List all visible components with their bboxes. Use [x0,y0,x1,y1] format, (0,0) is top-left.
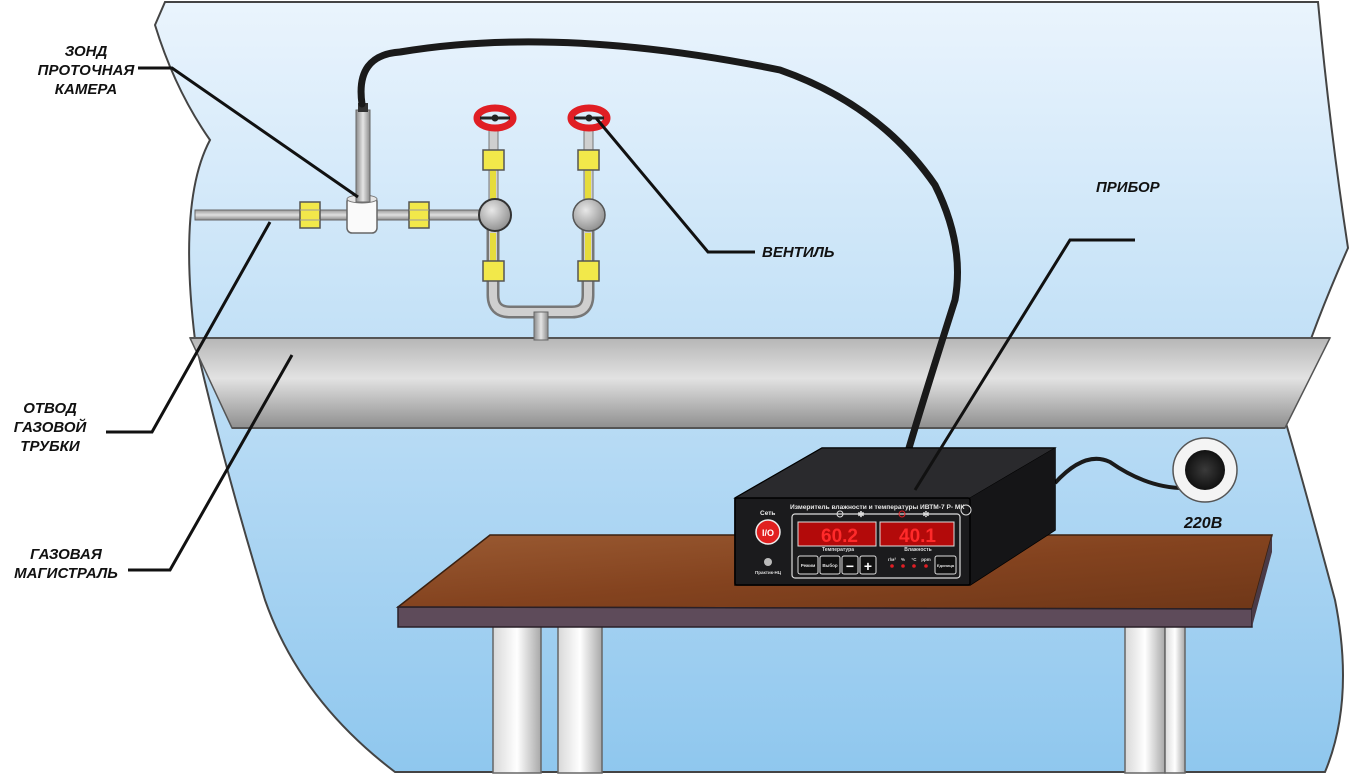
leader-branch [106,221,272,434]
fitting-right [408,201,430,229]
fitting-valve2-top [577,149,600,171]
power-switch[interactable] [755,519,781,545]
branch-tube [194,209,496,221]
temp-value: 60.2 [821,526,858,547]
label-main: ГАЗОВАЯ МАГИСТРАЛЬ [14,546,118,582]
label-probe: ЗОНД ПРОТОЧНАЯ КАМЕРА [37,43,135,98]
valve-handwheel-1 [473,104,517,132]
power-outlet [1172,437,1238,503]
gas-main-pipe [188,337,1332,429]
fan-icon: ✱ [858,510,865,519]
leader-main [128,354,294,572]
label-valve: ВЕНТИЛЬ [762,244,835,261]
leader-lines [106,66,1135,572]
humidity-indicator-icon [898,510,906,518]
power-label: Сеть [760,510,775,517]
unit-led [901,564,905,568]
svg-text:Единица: Единица [937,563,955,568]
valve-body-1 [478,198,512,232]
mode-button[interactable]: Режим [797,555,819,575]
valve-body-2 [572,198,606,232]
svg-text:−: − [846,558,854,574]
leader-probe [138,66,359,199]
power-cable [1053,456,1191,491]
leader-device [913,238,1135,491]
fitting-valve2-bottom [577,260,600,282]
snow-icon: ✻ [923,510,930,519]
fitting-valve1-bottom [482,260,505,282]
fitting-valve1-top [482,149,505,171]
plus-button[interactable]: + [859,555,877,575]
temp-caption: Температура [822,547,854,553]
probe-cable [357,38,961,459]
brand-badge-icon [960,504,972,516]
u-tube [486,228,595,341]
fitting-left [299,201,321,229]
temp-display [797,521,877,547]
humidity-display [879,521,955,547]
humidity-value: 40.1 [899,526,936,547]
svg-text:Режим: Режим [801,563,816,568]
valve-handwheel-2 [567,104,611,132]
unit-led [890,564,894,568]
label-branch: ОТВОД ГАЗОВОЙ ТРУБКИ [13,400,87,455]
unit-label: ppm [921,557,931,562]
humidity-caption: Влажность [904,547,931,553]
label-device: ПРИБОР [1096,179,1160,196]
units-button[interactable]: Единица [934,555,957,575]
brand-name: Практик-НЦ [755,570,782,575]
unit-labels: г/м³ % °С ppm [888,557,931,568]
unit-label: °С [911,557,917,562]
unit-led [924,564,928,568]
unit-led [912,564,916,568]
instrument: Измеритель влажности и температуры ИВТМ-… [733,447,1057,586]
unit-label: % [901,557,905,562]
probe [355,103,371,203]
select-button[interactable]: Выбор [819,555,841,575]
label-power: 220В [1184,515,1223,532]
leader-valve [594,117,755,254]
minus-button[interactable]: − [841,555,859,575]
instrument-title: Измеритель влажности и температуры ИВТМ-… [790,504,965,511]
brand-logo-icon [764,558,772,566]
temp-indicator-icon [836,510,844,518]
power-switch-icon: I/O [762,528,774,538]
front-panel [791,513,961,579]
unit-label: г/м³ [888,557,896,562]
svg-text:Выбор: Выбор [822,562,838,568]
svg-text:+: + [864,558,872,574]
